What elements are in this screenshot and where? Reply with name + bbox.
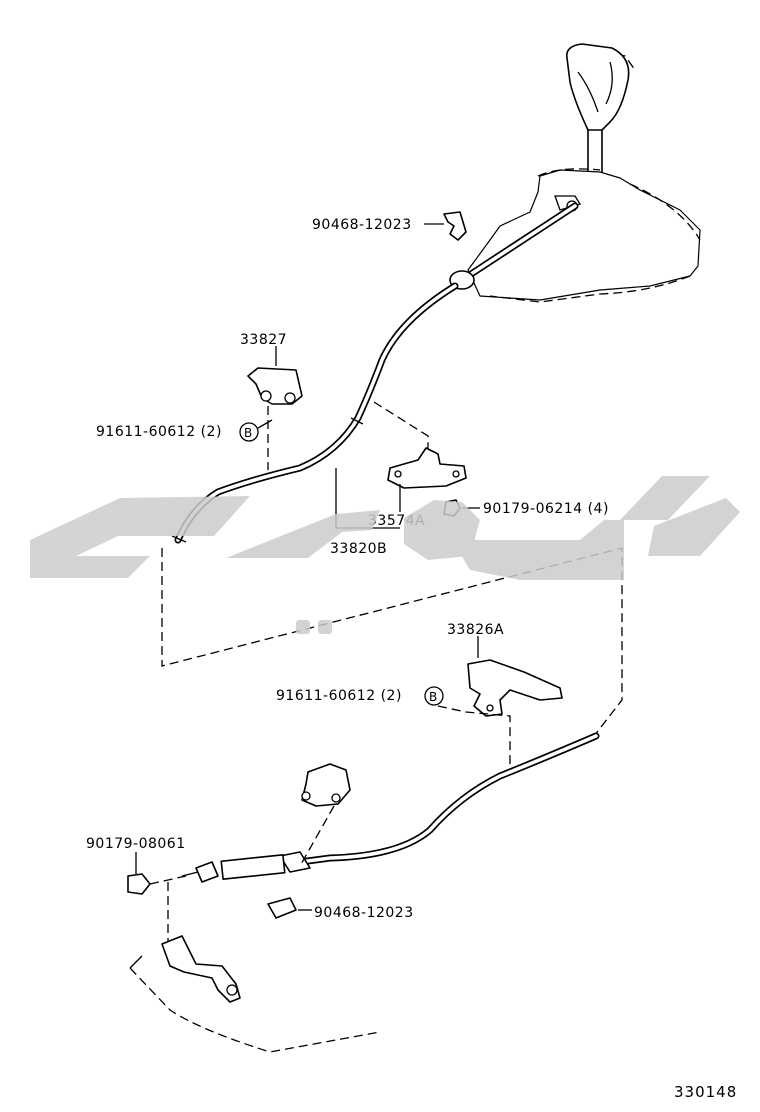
nut-90179-08061: 90179-08061 — [86, 836, 187, 944]
transmission-control-cable-upper — [171, 202, 579, 544]
ref-b-bottom: B — [429, 690, 438, 704]
ref-b-top: B — [244, 426, 253, 440]
cable-bracket-lower — [299, 763, 351, 867]
label-91611-60612-bottom: 91611-60612 (2) — [276, 688, 402, 704]
transmission-control-cable-lower — [181, 732, 600, 883]
watermark-dot-1 — [296, 620, 310, 634]
watermark-shape-4 — [452, 520, 624, 580]
label-33827: 33827 — [240, 332, 287, 348]
watermark-shape-5 — [620, 476, 710, 520]
label-33826a: 33826A — [447, 622, 504, 638]
bolt-91611-bottom: 91611-60612 (2) B — [276, 686, 511, 766]
shift-lever-assembly — [467, 43, 701, 303]
watermark-shape-6 — [648, 498, 740, 556]
bolt-91611-top: 91611-60612 (2) B — [96, 419, 273, 442]
figure-number: 330148 — [674, 1083, 737, 1101]
watermark-dot-2 — [318, 620, 332, 634]
label-90179-06214: 90179-06214 (4) — [483, 501, 609, 517]
watermark-logo — [30, 476, 740, 634]
label-33820b: 33820B — [330, 541, 387, 557]
bracket-33827: 33827 — [240, 332, 303, 470]
clip-90468-top: 90468-12023 — [312, 211, 467, 241]
bracket-33826a: 33826A — [447, 622, 563, 717]
transmission-case-bracket — [129, 935, 381, 1053]
label-91611-60612-top: 91611-60612 (2) — [96, 424, 222, 440]
clip-90468-bottom: 90468-12023 — [267, 897, 414, 921]
label-90468-12023-bottom: 90468-12023 — [314, 905, 414, 921]
label-90468-12023-top: 90468-12023 — [312, 217, 412, 233]
watermark-shape-2 — [226, 510, 380, 558]
watermark-shape-1 — [30, 496, 250, 578]
label-90179-08061: 90179-08061 — [86, 836, 186, 852]
